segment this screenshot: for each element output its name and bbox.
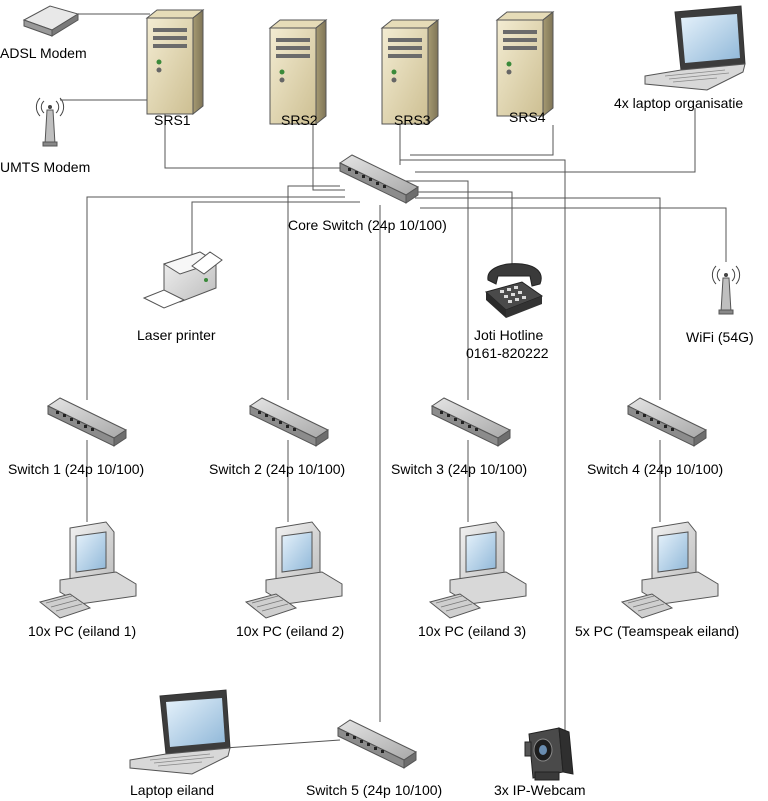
printer-icon xyxy=(142,251,223,309)
switch-icon xyxy=(431,397,511,447)
joti-hotline-number: 0161-820222 xyxy=(466,345,549,361)
pc-icon xyxy=(245,521,343,619)
joti-hotline-label: Joti Hotline xyxy=(474,327,543,343)
pc1-label: 10x PC (eiland 1) xyxy=(28,623,136,639)
antenna-icon xyxy=(35,97,65,147)
srs2-link xyxy=(312,115,345,191)
switch-icon xyxy=(249,397,329,447)
srs4-link xyxy=(410,125,554,156)
server-icon xyxy=(146,9,204,115)
switch1-label: Switch 1 (24p 10/100) xyxy=(8,461,144,477)
antenna-icon xyxy=(711,265,741,315)
switch-icon xyxy=(337,719,417,769)
pc-icon xyxy=(429,521,527,619)
switch1-link xyxy=(86,196,345,400)
pc3-label: 10x PC (eiland 3) xyxy=(418,623,526,639)
switch3-label: Switch 3 (24p 10/100) xyxy=(391,461,527,477)
webcam-label: 3x IP-Webcam xyxy=(494,782,586,798)
adsl-modem-label: ADSL Modem xyxy=(0,45,87,61)
camera-icon xyxy=(524,727,574,781)
srs4-label: SRS4 xyxy=(509,109,546,125)
switch-icon xyxy=(47,397,127,447)
laser-printer-label: Laser printer xyxy=(137,327,216,343)
laptop-icon xyxy=(129,689,231,775)
umts-modem-label: UMTS Modem xyxy=(0,159,90,175)
laptop-eiland-label: Laptop eiland xyxy=(130,782,214,798)
switch-icon xyxy=(339,154,419,204)
telephone-icon xyxy=(484,263,544,318)
laptop-eiland-link xyxy=(224,739,341,749)
switch2-label: Switch 2 (24p 10/100) xyxy=(209,461,345,477)
switch3-link xyxy=(405,180,469,400)
switch4-link xyxy=(415,197,661,400)
srs3-label: SRS3 xyxy=(394,112,431,128)
pc-icon xyxy=(39,521,137,619)
modem-icon xyxy=(22,5,80,37)
srs1-link xyxy=(164,112,345,169)
laptop-org-label: 4x laptop organisatie xyxy=(614,95,743,111)
server-icon xyxy=(496,11,554,117)
server-icon xyxy=(381,19,439,125)
webcam-link xyxy=(400,159,566,730)
printer-link xyxy=(191,201,360,262)
core-switch-label: Core Switch (24p 10/100) xyxy=(288,217,447,233)
switch2-link xyxy=(287,185,340,400)
srs1-label: SRS1 xyxy=(154,112,191,128)
switch-icon xyxy=(627,397,707,447)
srs2-label: SRS2 xyxy=(281,112,318,128)
wifi-label: WiFi (54G) xyxy=(686,329,754,345)
phone-link xyxy=(410,191,513,272)
pc4-label: 5x PC (Teamspeak eiland) xyxy=(575,623,739,639)
laptop-icon xyxy=(644,5,746,91)
connections xyxy=(60,13,727,749)
pc2-label: 10x PC (eiland 2) xyxy=(236,623,344,639)
switch5-label: Switch 5 (24p 10/100) xyxy=(306,782,442,798)
wifi-link xyxy=(420,207,727,262)
laptop-org-link xyxy=(415,108,696,173)
pc-icon xyxy=(621,521,719,619)
server-icon xyxy=(269,19,327,125)
switch4-label: Switch 4 (24p 10/100) xyxy=(587,461,723,477)
